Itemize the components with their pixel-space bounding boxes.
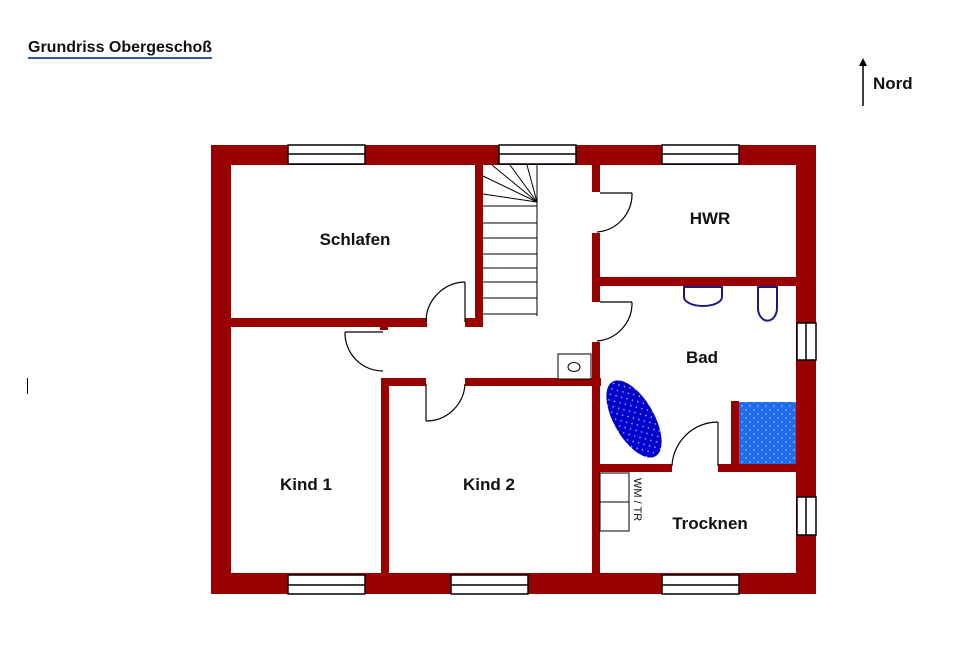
window-trocknen-south <box>661 574 740 595</box>
door-kind1 <box>344 331 384 372</box>
door-schlafen <box>425 281 466 323</box>
room-label-kind1: Kind 1 <box>280 475 332 494</box>
window-kind2-south <box>450 574 529 595</box>
window-hwr-north <box>661 144 740 165</box>
window-stair-north <box>498 144 577 165</box>
room-label-trocknen: Trocknen <box>672 514 748 533</box>
shower-icon <box>739 402 796 464</box>
window-bad-east <box>796 322 817 361</box>
shaft <box>557 353 592 380</box>
room-label-hwr: HWR <box>690 209 731 228</box>
north-label: Nord <box>873 74 913 93</box>
toilet-icon <box>757 286 778 322</box>
doors <box>344 192 719 467</box>
door-bad <box>596 301 633 342</box>
bathtub-icon <box>606 380 662 458</box>
window-kind1-south <box>287 574 366 595</box>
room-label-bad: Bad <box>686 348 718 367</box>
text-cursor <box>27 378 28 394</box>
room-label-kind2: Kind 2 <box>463 475 515 494</box>
window-schlafen-north <box>287 144 366 165</box>
room-label-schlafen: Schlafen <box>320 230 391 249</box>
window-trocknen-east <box>796 496 817 536</box>
door-kind2 <box>425 383 466 422</box>
staircase <box>482 164 538 316</box>
door-hwr <box>596 192 633 233</box>
sink-icon <box>683 286 723 307</box>
appliance-label: WM / TR <box>631 478 643 521</box>
door-trocknen <box>671 421 719 467</box>
north-arrow-icon <box>859 58 867 106</box>
windows <box>287 144 817 595</box>
washer-dryer <box>599 472 630 532</box>
plan-title: Grundriss Obergeschoß <box>28 38 213 59</box>
